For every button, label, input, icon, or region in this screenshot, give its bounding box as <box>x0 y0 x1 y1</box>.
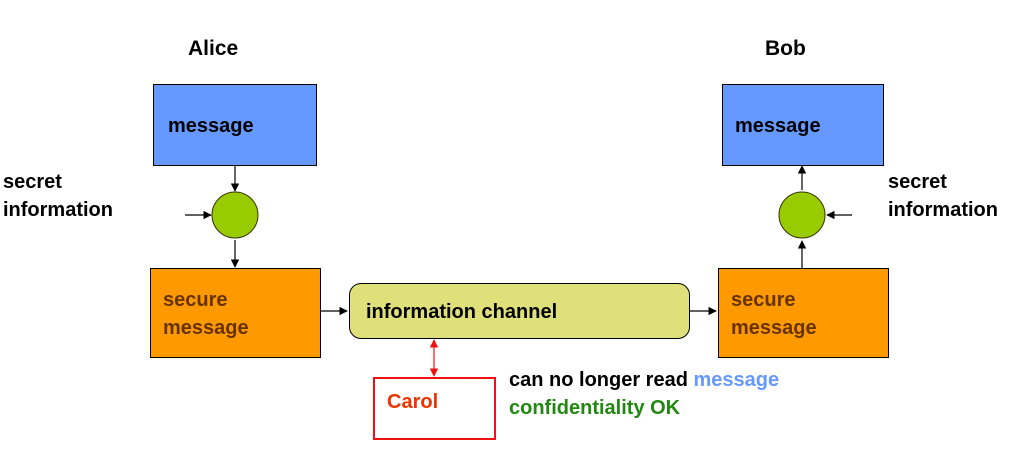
note-line1-prefix: can no longer read <box>509 369 694 391</box>
bob-secret-label-line2: information <box>888 199 998 221</box>
bob-secret-label-line1: secret <box>888 171 947 193</box>
alice-secure-label-line1: secure <box>163 289 228 311</box>
information-channel-box: information channel <box>349 283 690 339</box>
note-line2: confidentiality OK <box>509 397 681 419</box>
alice-message-box: message <box>153 84 317 166</box>
alice-message-label: message <box>168 115 254 137</box>
alice-secure-message-box: secure message <box>150 268 321 358</box>
alice-title: Alice <box>188 37 239 60</box>
alice-secret-label-line1: secret <box>3 171 62 193</box>
carol-box: Carol <box>373 377 496 440</box>
bob-decrypt-node <box>778 191 826 239</box>
alice-secure-label-line2: message <box>163 317 249 339</box>
bob-message-label: message <box>735 115 821 137</box>
bob-title: Bob <box>765 37 806 60</box>
bob-secure-message-box: secure message <box>718 268 889 358</box>
note-line1-highlight: message <box>693 369 780 391</box>
carol-label: Carol <box>387 391 439 413</box>
bob-secure-label-line1: secure <box>731 289 796 311</box>
alice-encrypt-node <box>211 191 259 239</box>
bob-message-box: message <box>722 84 884 166</box>
bob-secure-label-line2: message <box>731 317 817 339</box>
note-line1: can no longer read message <box>509 370 779 390</box>
information-channel-label: information channel <box>366 301 558 323</box>
alice-secret-label-line2: information <box>3 199 113 221</box>
